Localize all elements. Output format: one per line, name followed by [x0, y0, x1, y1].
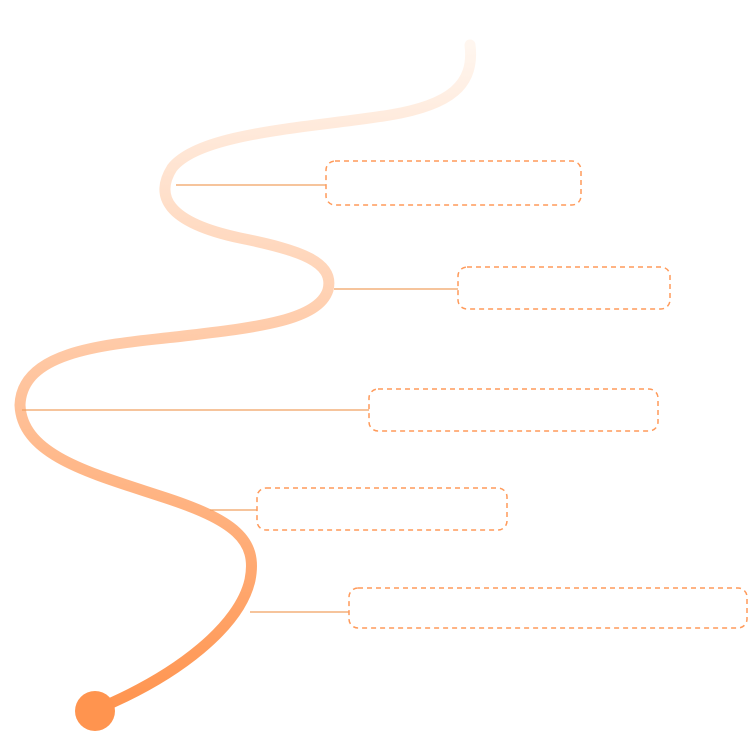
step-box-2-frame — [457, 266, 671, 310]
step-box-5-frame — [348, 587, 748, 629]
step-box-3 — [368, 388, 659, 432]
step-box-1 — [325, 160, 582, 206]
step-box-3-frame — [368, 388, 659, 432]
connector-lines — [22, 184, 458, 613]
step-box-5 — [348, 587, 748, 629]
path-end-dot — [75, 691, 115, 731]
step-box-2 — [457, 266, 671, 310]
step-box-1-frame — [325, 160, 582, 206]
winding-timeline-path — [14, 39, 477, 716]
step-box-4-frame — [256, 487, 508, 531]
step-box-4 — [256, 487, 508, 531]
